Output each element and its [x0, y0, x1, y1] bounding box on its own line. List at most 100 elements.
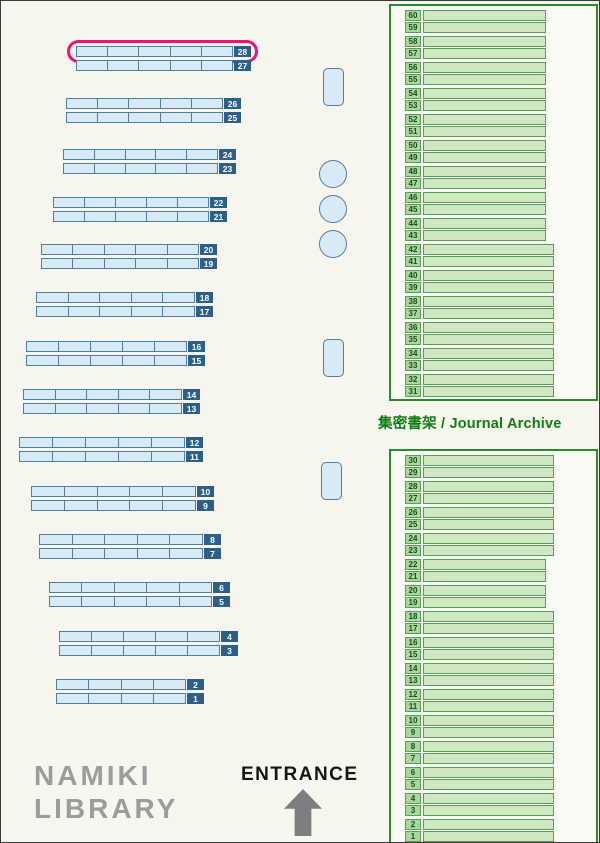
archive-number-badge: 16 [405, 637, 421, 648]
archive-row-46: 46 [405, 192, 596, 203]
archive-row-24: 24 [405, 533, 596, 544]
archive-row-11: 11 [405, 701, 596, 712]
shelf-number-badge: 3 [221, 645, 238, 656]
shelf-bar [31, 486, 196, 497]
shelf-bar [59, 645, 220, 656]
shelf-row-7: 7 [39, 548, 221, 559]
shelf-number-badge: 12 [186, 437, 203, 448]
archive-shelf-bar [423, 753, 554, 764]
shelf-number-badge: 4 [221, 631, 238, 642]
shelf-bar [39, 548, 203, 559]
shelf-bar [36, 306, 195, 317]
shelf-bar [76, 60, 233, 71]
archive-shelf-bar [423, 727, 554, 738]
archive-shelf-bar [423, 689, 554, 700]
archive-row-30: 30 [405, 455, 596, 466]
shelf-row-28: 28 [76, 46, 251, 57]
archive-row-20: 20 [405, 585, 596, 596]
shelf-row-1: 1 [56, 693, 204, 704]
archive-row-31: 31 [405, 386, 596, 397]
library-name: NAMIKI LIBRARY [34, 759, 178, 825]
archive-row-45: 45 [405, 204, 596, 215]
archive-row-5: 5 [405, 779, 596, 790]
archive-number-badge: 6 [405, 767, 421, 778]
archive-shelf-bar [423, 140, 546, 151]
shelf-row-22: 22 [53, 197, 227, 208]
archive-number-badge: 56 [405, 62, 421, 73]
archive-shelf-bar [423, 360, 554, 371]
shelf-bar [31, 500, 196, 511]
shelf-bar [39, 534, 203, 545]
archive-row-7: 7 [405, 753, 596, 764]
archive-row-12: 12 [405, 689, 596, 700]
archive-row-34: 34 [405, 348, 596, 359]
shelf-number-badge: 11 [186, 451, 203, 462]
shelf-row-14: 14 [23, 389, 200, 400]
shelf-bar [26, 355, 187, 366]
archive-row-52: 52 [405, 114, 596, 125]
library-name-line1: NAMIKI [34, 760, 152, 791]
archive-shelf-bar [423, 779, 554, 790]
archive-row-1: 1 [405, 831, 596, 842]
archive-shelf-bar [423, 74, 546, 85]
archive-shelf-bar [423, 126, 546, 137]
shelf-bar [49, 582, 212, 593]
shelf-row-8: 8 [39, 534, 221, 545]
archive-row-42: 42 [405, 244, 596, 255]
archive-number-badge: 60 [405, 10, 421, 21]
archive-row-23: 23 [405, 545, 596, 556]
shelf-number-badge: 10 [197, 486, 214, 497]
archive-row-2: 2 [405, 819, 596, 830]
shelf-number-badge: 1 [187, 693, 204, 704]
shelf-bar [53, 211, 209, 222]
archive-row-10: 10 [405, 715, 596, 726]
archive-shelf-bar [423, 36, 546, 47]
shelf-row-13: 13 [23, 403, 200, 414]
shelf-number-badge: 19 [200, 258, 217, 269]
shelf-number-badge: 18 [196, 292, 213, 303]
shelf-row-24: 24 [63, 149, 236, 160]
archive-number-badge: 3 [405, 805, 421, 816]
archive-row-3: 3 [405, 805, 596, 816]
archive-shelf-bar [423, 481, 554, 492]
archive-row-13: 13 [405, 675, 596, 686]
archive-number-badge: 13 [405, 675, 421, 686]
archive-row-17: 17 [405, 623, 596, 634]
shelf-number-badge: 23 [219, 163, 236, 174]
shelf-row-5: 5 [49, 596, 230, 607]
shelf-bar [26, 341, 187, 352]
archive-number-badge: 24 [405, 533, 421, 544]
shelf-number-badge: 28 [234, 46, 251, 57]
archive-shelf-bar [423, 152, 546, 163]
archive-row-59: 59 [405, 22, 596, 33]
shelf-row-27: 27 [76, 60, 251, 71]
archive-number-badge: 5 [405, 779, 421, 790]
archive-number-badge: 7 [405, 753, 421, 764]
archive-shelf-bar [423, 767, 554, 778]
shelf-bar [53, 197, 209, 208]
archive-number-badge: 42 [405, 244, 421, 255]
round-table [319, 160, 347, 188]
shelf-row-21: 21 [53, 211, 227, 222]
archive-number-badge: 21 [405, 571, 421, 582]
archive-shelf-bar [423, 611, 554, 622]
archive-number-badge: 53 [405, 100, 421, 111]
archive-shelf-bar [423, 100, 546, 111]
archive-shelf-bar [423, 308, 554, 319]
archive-number-badge: 36 [405, 322, 421, 333]
archive-shelf-bar [423, 322, 554, 333]
archive-row-8: 8 [405, 741, 596, 752]
archive-shelf-bar [423, 741, 554, 752]
pillar [321, 462, 342, 500]
archive-shelf-bar [423, 507, 554, 518]
archive-shelf-bar [423, 623, 554, 634]
archive-shelf-bar [423, 192, 546, 203]
shelf-number-badge: 9 [197, 500, 214, 511]
archive-row-40: 40 [405, 270, 596, 281]
archive-shelf-bar [423, 334, 554, 345]
shelf-bar [56, 693, 186, 704]
shelf-number-badge: 6 [213, 582, 230, 593]
archive-number-badge: 12 [405, 689, 421, 700]
archive-number-badge: 27 [405, 493, 421, 504]
